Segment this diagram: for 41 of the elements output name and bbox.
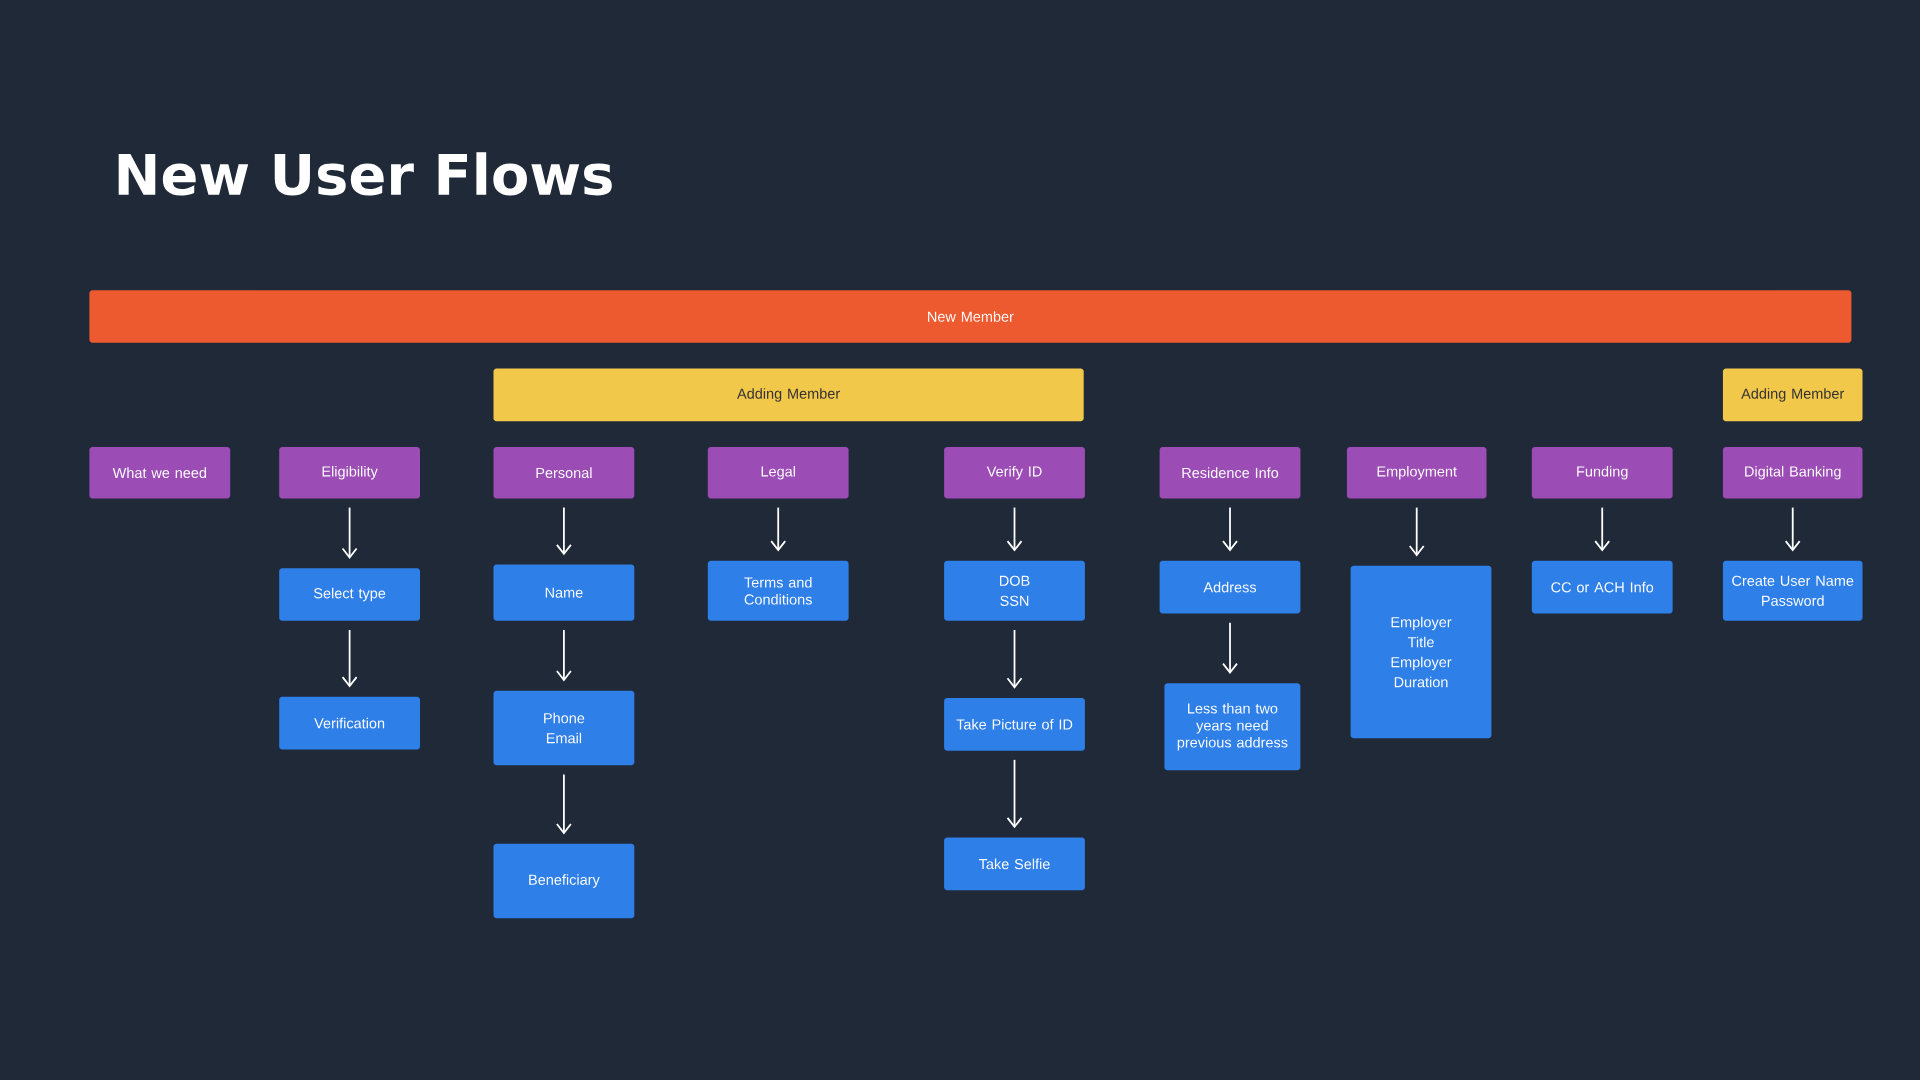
- banner-bar: New Member: [89, 290, 1852, 343]
- arrow: [1594, 506, 1611, 552]
- step-box: Less than two years need previous address: [1164, 683, 1301, 771]
- step-box: CC or ACH Info: [1531, 560, 1673, 614]
- step-box: Select type: [279, 568, 420, 621]
- step-box: Verification: [279, 696, 420, 750]
- step-box: Phone Email: [493, 690, 635, 766]
- step-box: Take Selfie: [944, 837, 1085, 891]
- arrow: [1006, 758, 1023, 829]
- step-box: DOB SSN: [944, 560, 1085, 621]
- arrow: [1006, 506, 1023, 552]
- arrow: [1784, 506, 1801, 552]
- category-box: Eligibility: [279, 447, 420, 499]
- step-box: Take Picture of ID: [944, 697, 1085, 751]
- arrow: [341, 629, 358, 688]
- category-box: Employment: [1346, 447, 1487, 499]
- group-bar: Adding Member: [493, 368, 1084, 422]
- step-box: Name: [493, 564, 635, 621]
- category-box: Digital Banking: [1722, 447, 1863, 499]
- category-box: Personal: [493, 447, 635, 499]
- arrow: [770, 506, 787, 552]
- step-box: Terms and Conditions: [707, 560, 849, 621]
- category-box: Legal: [707, 447, 849, 499]
- arrow: [1222, 506, 1238, 552]
- category-box: Funding: [1531, 447, 1673, 499]
- category-box: Residence Info: [1159, 447, 1301, 499]
- title: New User Flows: [118, 152, 612, 196]
- step-box: Create User Name Password: [1722, 560, 1863, 621]
- step-box: Beneficiary: [493, 843, 635, 919]
- step-box: Employer Title Employer Duration: [1350, 565, 1492, 739]
- arrow: [556, 629, 572, 682]
- category-box: What we need: [89, 447, 231, 499]
- arrow: [1006, 629, 1023, 689]
- arrow: [556, 773, 572, 835]
- step-box: Address: [1159, 560, 1301, 614]
- arrow: [341, 506, 358, 559]
- arrow: [1408, 506, 1425, 557]
- category-box: Verify ID: [944, 447, 1085, 499]
- group-bar: Adding Member: [1722, 368, 1863, 422]
- arrow: [1222, 621, 1238, 675]
- arrow: [556, 506, 572, 556]
